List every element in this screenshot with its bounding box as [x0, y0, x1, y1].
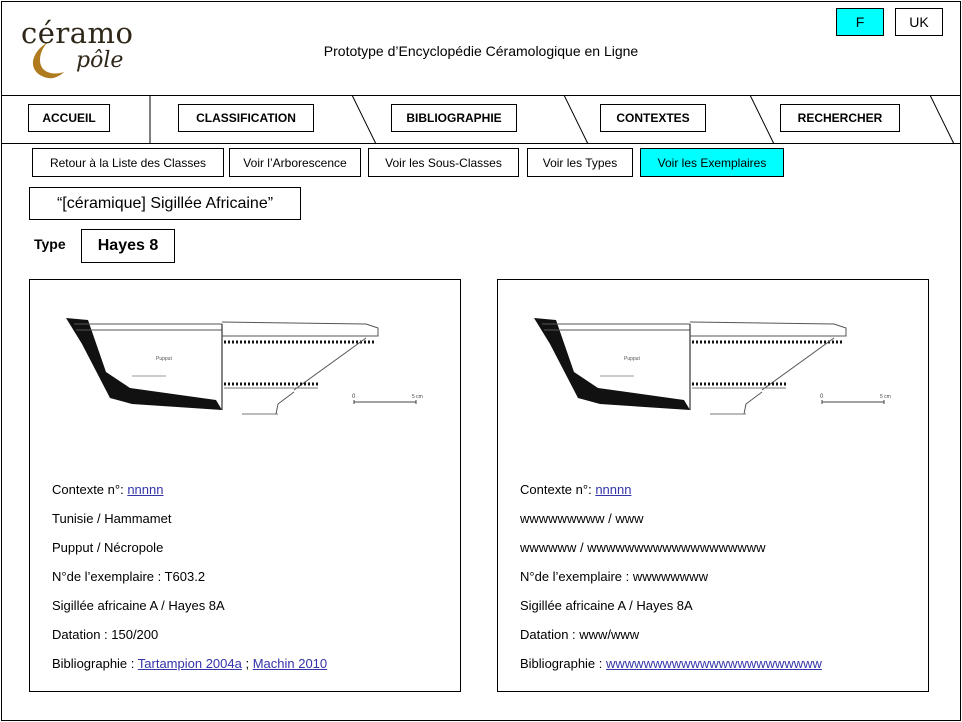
bibliography-line: Bibliographie : wwwwwwwwwwwwwwwwwwwwwww: [520, 656, 822, 671]
bibliography-separator: ;: [241, 656, 253, 671]
class-title: “[céramique] Sigillée Africaine”: [29, 187, 301, 220]
specimen-card: Pupput 0 5 cm Contexte n°: nnnnn Tunisie…: [29, 279, 461, 692]
classification-text: Sigillée africaine A / Hayes 8A: [52, 598, 225, 613]
tab-rechercher[interactable]: RECHERCHER: [780, 104, 900, 132]
vessel-profile-drawing: Pupput 0 5 cm: [534, 318, 891, 415]
bibliography-link[interactable]: Machin 2010: [252, 656, 328, 671]
tab-accueil[interactable]: ACCUEIL: [28, 104, 110, 132]
scale-zero-label: 0: [820, 394, 824, 400]
classification-text: Sigillée africaine A / Hayes 8A: [520, 598, 693, 613]
dating-text: Datation : 150/200: [52, 627, 159, 642]
scale-unit-label: 5 cm: [880, 394, 891, 400]
bibliography-label: Bibliographie :: [520, 656, 603, 671]
logo-text-pole: pôle: [76, 48, 124, 73]
logo-swoosh-icon: [33, 42, 64, 79]
tab-bibliographie[interactable]: BIBLIOGRAPHIE: [391, 104, 517, 132]
drawing-site-label: Pupput: [624, 356, 640, 362]
type-value: Hayes 8: [81, 229, 175, 263]
tab-bar-outline: [2, 95, 960, 145]
context-link[interactable]: nnnnn: [127, 482, 164, 497]
location-text: wwwwwwwww / www: [520, 511, 644, 526]
dating-text: Datation : www/www: [520, 627, 640, 642]
scale-zero-label: 0: [352, 394, 356, 400]
location-text: Tunisie / Hammamet: [52, 511, 172, 526]
drawing-site-label: Pupput: [156, 356, 172, 362]
view-subclasses-button[interactable]: Voir les Sous-Classes: [368, 148, 519, 177]
site-title: Prototype d’Encyclopédie Céramologique e…: [323, 43, 639, 59]
view-types-button[interactable]: Voir les Types: [527, 148, 633, 177]
lang-fr-button[interactable]: F: [836, 8, 884, 36]
tab-classification[interactable]: CLASSIFICATION: [178, 104, 314, 132]
vessel-profile-drawing: Pupput 0 5 cm: [66, 318, 423, 415]
lang-uk-button[interactable]: UK: [895, 8, 943, 36]
bibliography-link[interactable]: wwwwwwwwwwwwwwwwwwwwwww: [606, 656, 822, 671]
specimen-number-text: N°de l’exemplaire : wwwwwwww: [520, 569, 708, 584]
tab-contextes[interactable]: CONTEXTES: [600, 104, 706, 132]
type-label: Type: [34, 236, 66, 252]
specimen-card: Pupput 0 5 cm Contexte n°: nnnnn wwwwwww…: [497, 279, 929, 692]
specimen-number-text: N°de l’exemplaire : T603.2: [52, 569, 206, 584]
logo-text-ceramo: céramo: [21, 16, 134, 50]
ceramopole-logo[interactable]: céramo pôle: [18, 14, 148, 84]
view-specimens-button[interactable]: Voir les Exemplaires: [640, 148, 784, 177]
site-text: Pupput / Nécropole: [52, 540, 164, 555]
context-link[interactable]: nnnnn: [595, 482, 632, 497]
context-line: Contexte n°: nnnnn: [520, 482, 631, 497]
context-label: Contexte n°:: [52, 482, 124, 497]
context-label: Contexte n°:: [520, 482, 592, 497]
scale-unit-label: 5 cm: [412, 394, 423, 400]
context-line: Contexte n°: nnnnn: [52, 482, 163, 497]
back-to-classes-button[interactable]: Retour à la Liste des Classes: [32, 148, 224, 177]
bibliography-line: Bibliographie : Tartampion 2004a ; Machi…: [52, 656, 327, 671]
bibliography-label: Bibliographie :: [52, 656, 135, 671]
view-tree-button[interactable]: Voir l’Arborescence: [229, 148, 361, 177]
bibliography-link[interactable]: Tartampion 2004a: [137, 656, 242, 671]
site-text: wwwwww / wwwwwwwwwwwwwwwwwww: [520, 540, 766, 555]
